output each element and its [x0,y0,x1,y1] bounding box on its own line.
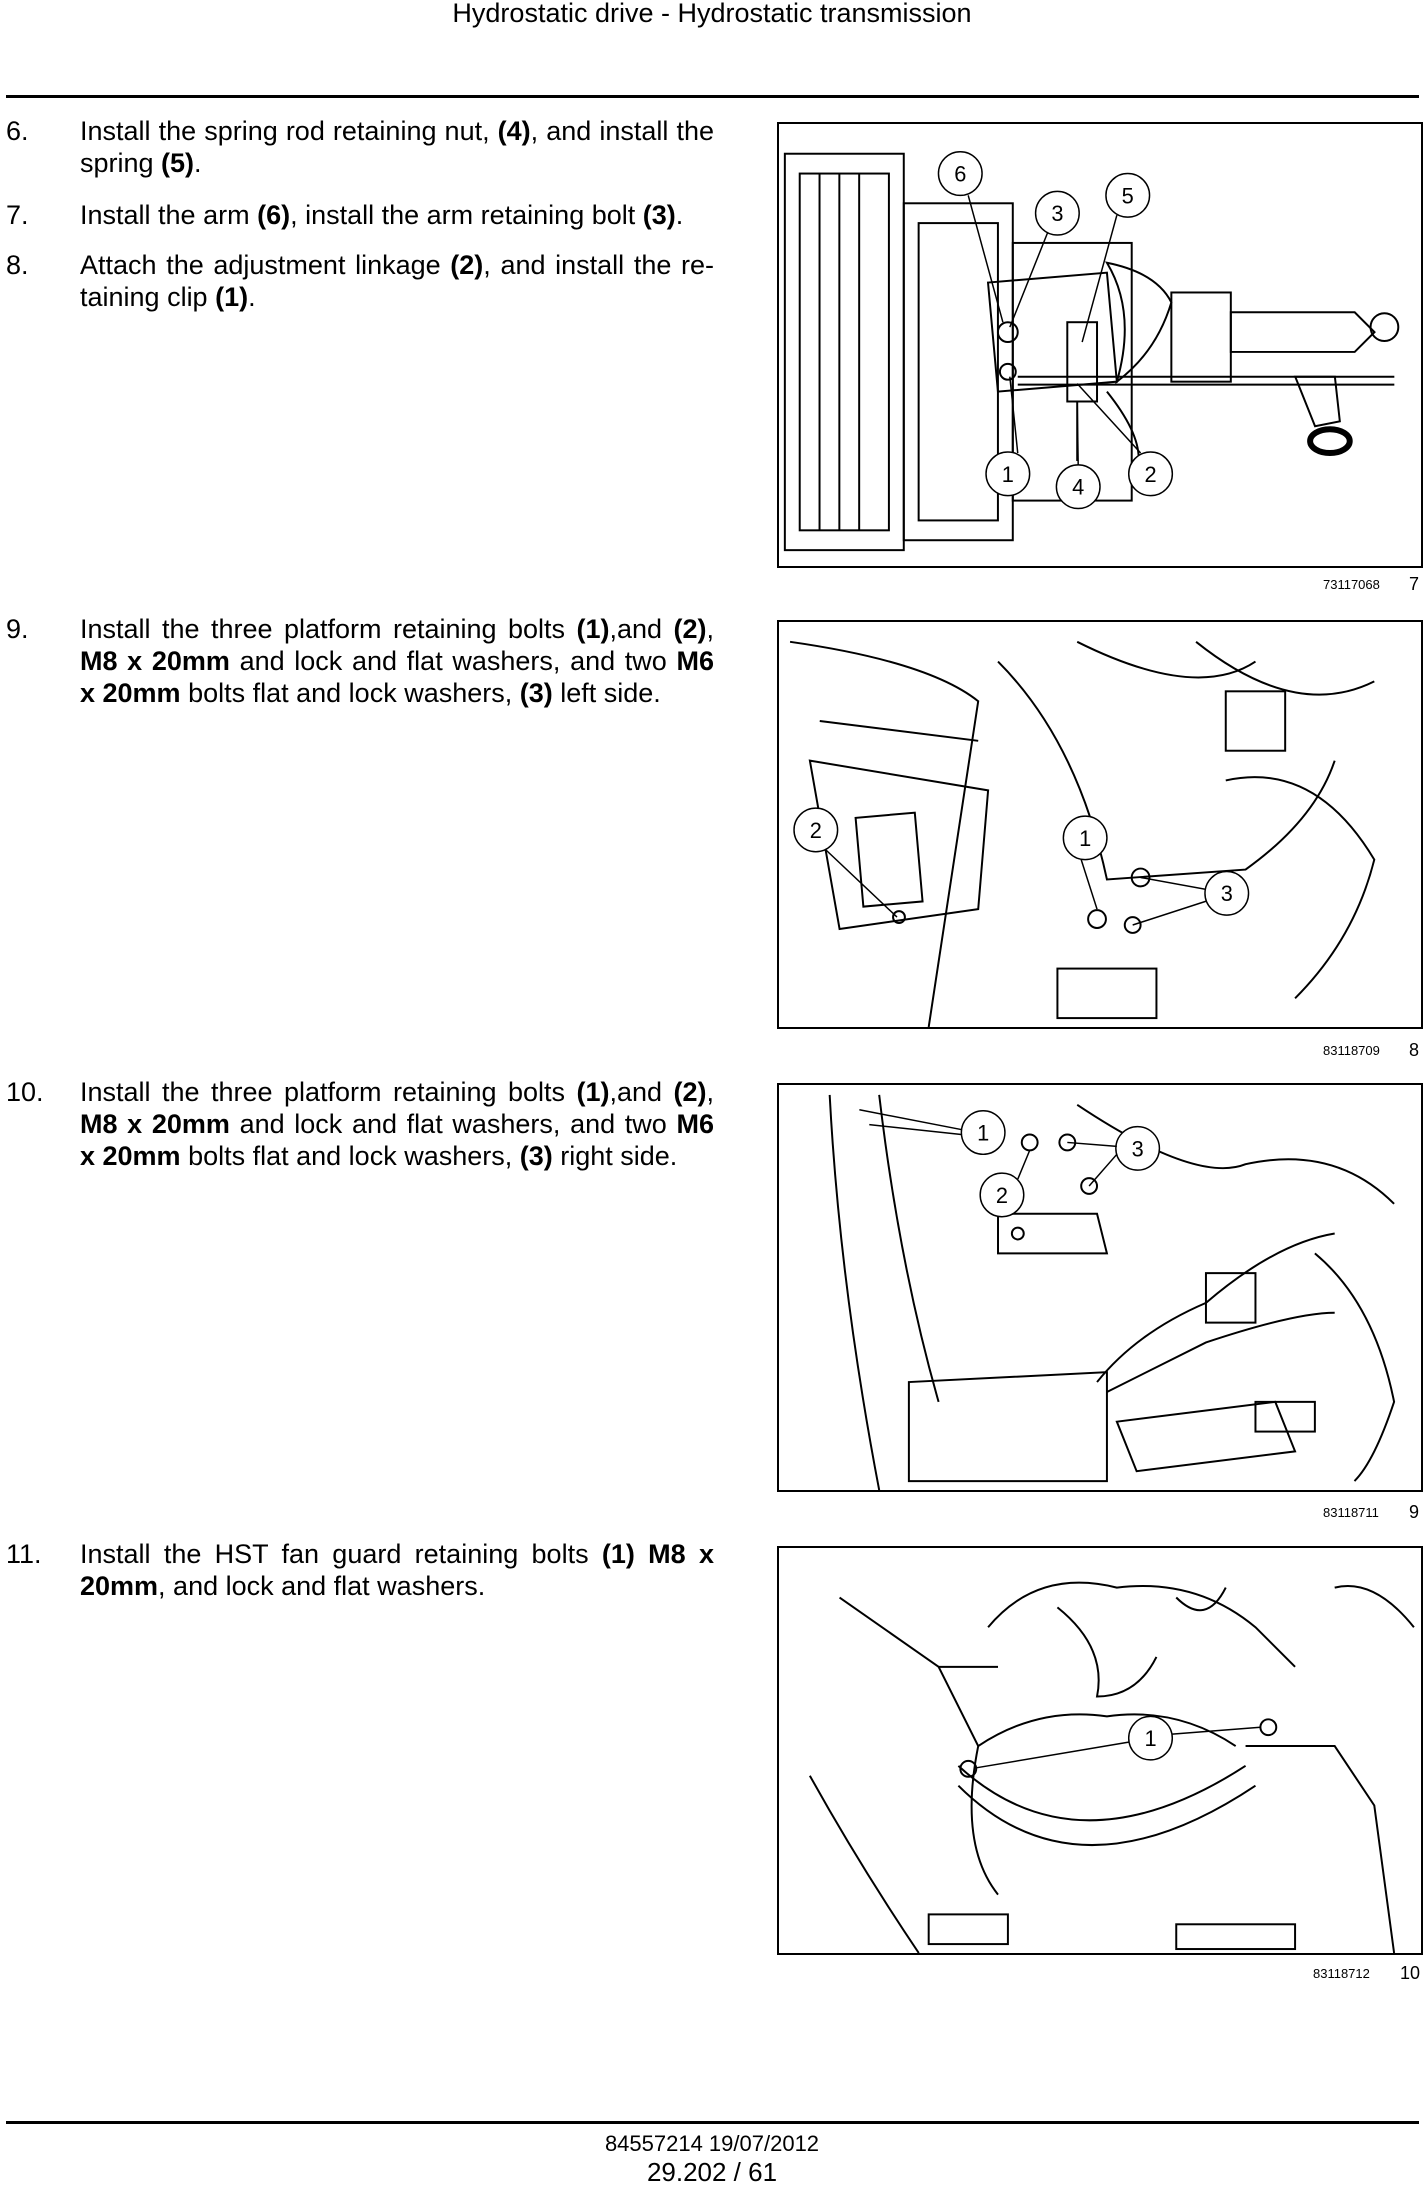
step-number: 8. [6,250,29,280]
document-id: 84557214 19/07/2012 [604,2131,820,2156]
step-text: Attach the adjustment linkage (2), and i… [80,250,714,312]
step-7: 7. Install the arm (6), install the arm … [6,199,714,231]
figure-code: 83118711 [1323,1505,1379,1520]
step-8: 8. Attach the adjustment linkage (2), an… [6,249,714,313]
figure-8-illustration: 2 1 3 [777,620,1423,1029]
figure-code: 73117068 [1323,577,1380,592]
figure-number: 7 [1409,574,1420,594]
step-text: Install the three platform retaining bol… [80,1077,714,1171]
page-header: Hydrostatic drive - Hydrostatic transmis… [452,0,972,28]
figure-7-illustration: 6 3 5 1 4 2 [777,122,1423,568]
step-9: 9. Install the three platform retaining … [6,613,714,709]
callout-label: 3 [1132,1136,1144,1161]
figure-10-illustration: 1 [777,1546,1423,1955]
figure-number: 10 [1400,1963,1421,1983]
step-number: 10. [6,1077,44,1107]
step-11: 11. Install the HST fan guard retaining … [6,1538,714,1602]
step-text: Install the three platform retaining bol… [80,614,714,708]
callout-label: 2 [996,1183,1008,1208]
platform-right-drawing: 1 3 2 [828,1094,1396,1490]
callout-label: 1 [1144,1726,1156,1751]
callout-label: 1 [977,1120,989,1145]
figure-code: 83118712 [1313,1966,1370,1981]
callout-label: 3 [1051,201,1063,226]
step-number: 7. [6,200,29,230]
transmission-drawing: 6 3 5 1 4 2 [783,151,1400,552]
figure-9-illustration: 1 3 2 [777,1083,1423,1492]
step-number: 11. [6,1539,42,1569]
platform-left-drawing: 2 1 3 [789,640,1376,1027]
callout-label: 5 [1122,183,1134,208]
step-text: Install the arm (6), install the arm ret… [80,200,684,230]
figure-number: 8 [1409,1040,1420,1060]
callout-label: 6 [954,161,966,186]
step-text: Install the spring rod retaining nut, (4… [80,116,714,178]
header-rule [6,95,1419,98]
step-6: 6. Install the spring rod retaining nut,… [6,115,714,179]
step-number: 9. [6,614,29,644]
callout-label: 3 [1221,881,1233,906]
footer-rule [6,2121,1419,2124]
callout-label: 2 [1144,462,1156,487]
step-number: 6. [6,116,29,146]
step-10: 10. Install the three platform retaining… [6,1076,714,1172]
callout-label: 1 [1002,462,1014,487]
callout-label: 4 [1072,475,1084,500]
figure-code: 83118709 [1323,1043,1380,1058]
step-text: Install the HST fan guard retaining bolt… [80,1539,714,1601]
fan-guard-drawing: 1 [808,1581,1415,1953]
callout-label: 1 [1079,826,1091,851]
page-number: 29.202 / 61 [646,2157,778,2187]
callout-label: 2 [810,818,822,843]
figure-number: 9 [1409,1502,1420,1522]
